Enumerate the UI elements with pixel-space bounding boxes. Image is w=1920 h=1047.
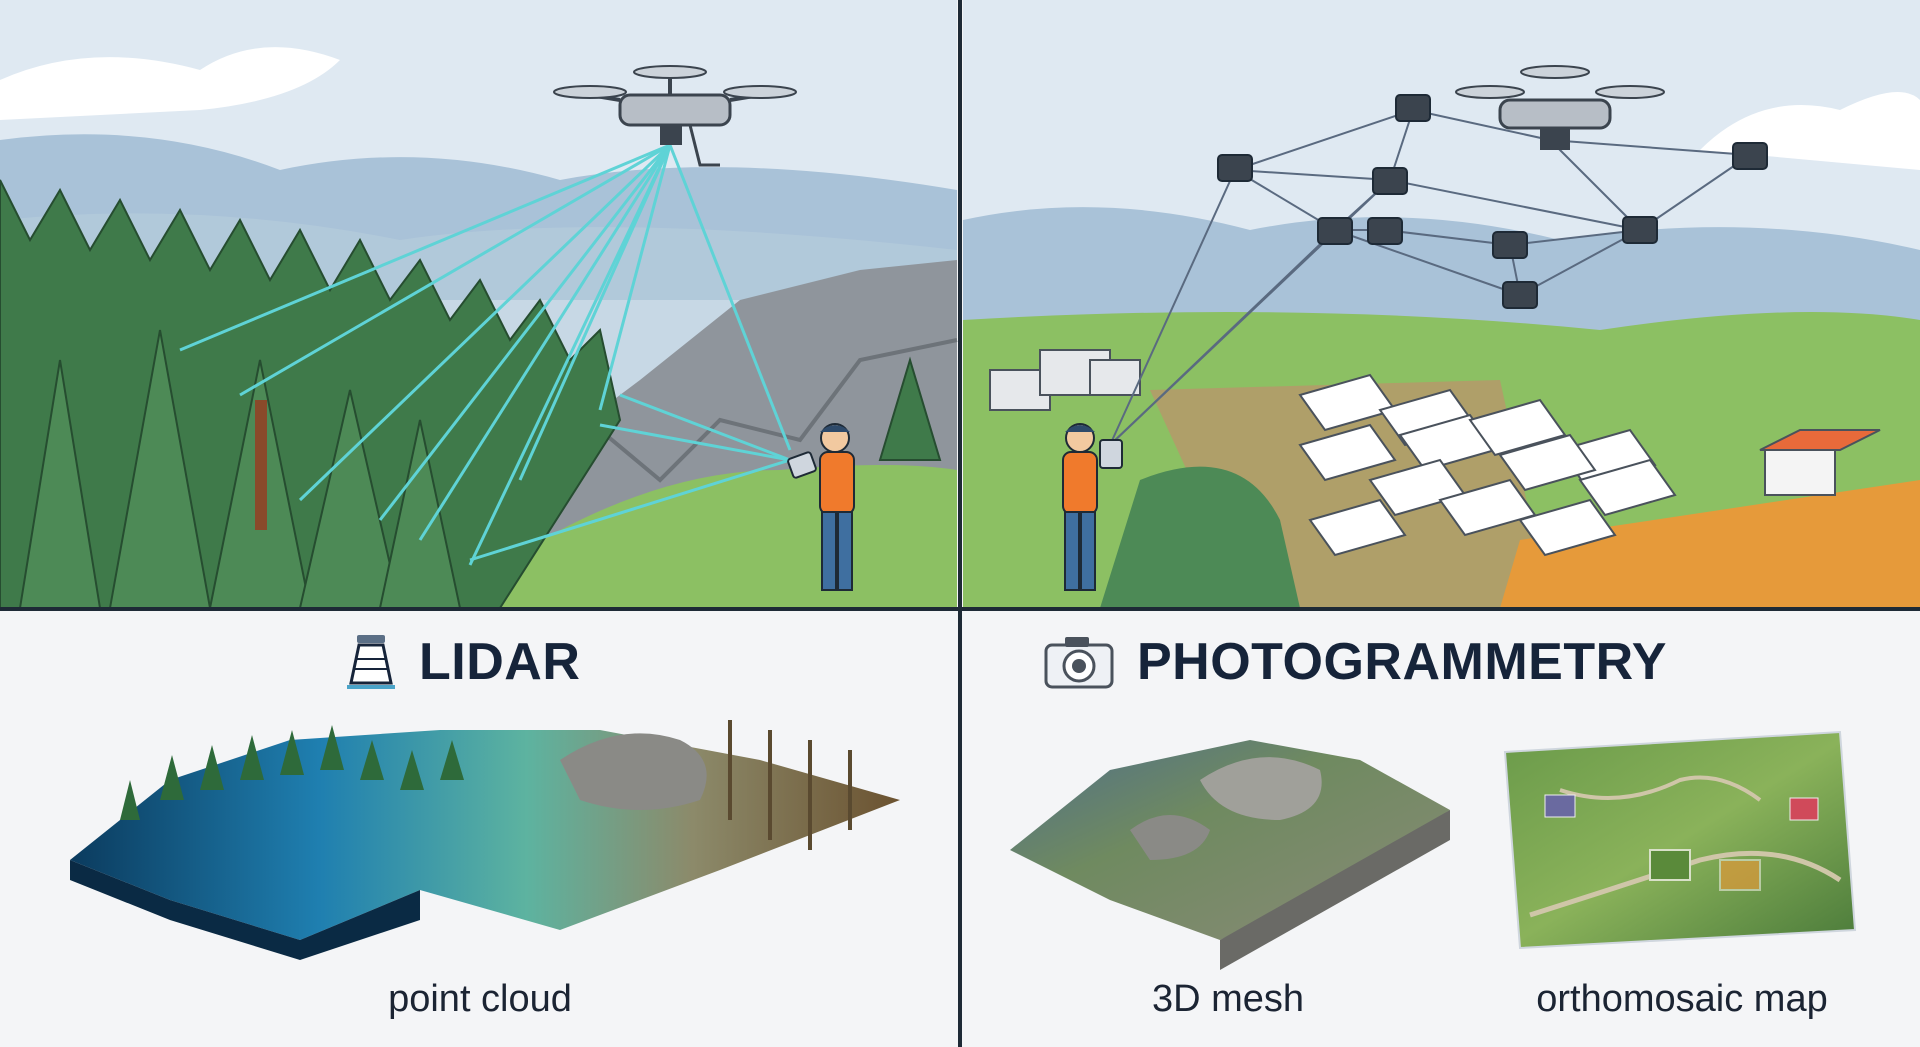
point-cloud-caption: point cloud [388,978,572,1020]
storage-buildings [989,349,1141,411]
photogrammetry-title: PHOTOGRAMMETRY [1137,633,1667,691]
laser-beams [179,143,792,566]
camera-icon [1622,216,1658,244]
farmhouse [1759,429,1881,496]
lidar-scene [0,0,958,609]
photogrammetry-heading: PHOTOGRAMMETRY [1043,632,1667,692]
camera-icon [1492,231,1528,259]
camera-icon [1372,167,1408,195]
cloud [0,47,340,121]
orthomosaic-visual [1503,730,1857,950]
camera-positions [1217,94,1768,309]
photogrammetry-operator [1062,423,1123,591]
camera-icon [1732,142,1768,170]
camera-icon [1044,637,1114,689]
lidar-title: LIDAR [419,633,581,691]
photogrammetry-scene [963,0,1920,608]
lidar-heading: LIDAR [345,632,580,692]
photogrammetry-drone [1455,65,1665,150]
point-cloud-visual [70,720,900,960]
lidar-drone [553,65,797,167]
camera-icon [1502,281,1538,309]
mesh-caption: 3D mesh [1151,978,1305,1020]
camera-icon [1395,94,1431,122]
camera-icon [1367,217,1403,245]
mesh-visual [1010,740,1450,970]
lidar-scanner-icon [347,635,395,689]
camera-icon [1217,154,1253,182]
lidar-operator [787,423,855,591]
orange-field [1500,480,1920,608]
orthomosaic-caption: orthomosaic map [1536,978,1828,1020]
captured-photos [1298,373,1677,557]
camera-icon [1317,217,1353,245]
forest [0,179,942,609]
